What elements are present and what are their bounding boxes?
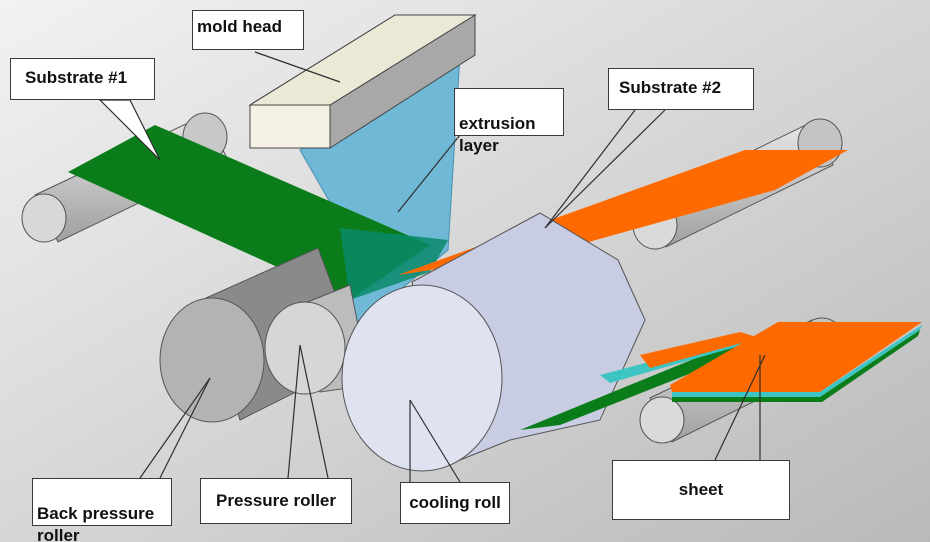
sheet-label: sheet bbox=[612, 460, 790, 520]
mold-head-label: mold head bbox=[192, 10, 304, 50]
pressure-roller-label: Pressure roller bbox=[200, 478, 352, 524]
pointer-substrate-1 bbox=[98, 99, 161, 161]
leader-cooling-b bbox=[409, 399, 461, 483]
leader-back-b bbox=[159, 377, 211, 479]
laminated-sheet bbox=[520, 322, 922, 430]
substrate-2-label: Substrate #2 bbox=[608, 68, 754, 110]
extrusion-layer-text: extrusion layer bbox=[459, 114, 536, 155]
leader-pressure-b bbox=[299, 344, 329, 479]
back-pressure-roller-text: Back pressure roller bbox=[37, 504, 155, 542]
leader-mold-head bbox=[254, 51, 341, 83]
callout-leaders bbox=[98, 51, 766, 483]
leader-extrusion bbox=[397, 134, 461, 213]
leader-substrate-2-a bbox=[544, 109, 636, 229]
substrate-1-label: Substrate #1 bbox=[10, 58, 155, 100]
mold-head-text: mold head bbox=[197, 17, 283, 36]
laminate-nip-region bbox=[340, 228, 448, 300]
cooling-roll-label: cooling roll bbox=[400, 482, 510, 524]
substrate-2-text: Substrate #2 bbox=[619, 78, 722, 97]
mold-head bbox=[248, 14, 477, 149]
substrate-1-text: Substrate #1 bbox=[25, 68, 128, 87]
pressure-roller-text: Pressure roller bbox=[215, 491, 336, 510]
cooling-roll-text: cooling roll bbox=[409, 493, 501, 512]
back-pressure-roller-label: Back pressure roller bbox=[32, 478, 172, 542]
leader-sheet-a bbox=[714, 354, 766, 461]
leader-substrate-2-b bbox=[544, 109, 666, 229]
substrate-1-web bbox=[68, 125, 430, 300]
extrusion-layer-label: extrusion layer bbox=[454, 88, 564, 155]
leader-pressure-a bbox=[287, 344, 301, 479]
leader-back-a bbox=[139, 377, 211, 479]
sheet-text: sheet bbox=[678, 480, 724, 499]
